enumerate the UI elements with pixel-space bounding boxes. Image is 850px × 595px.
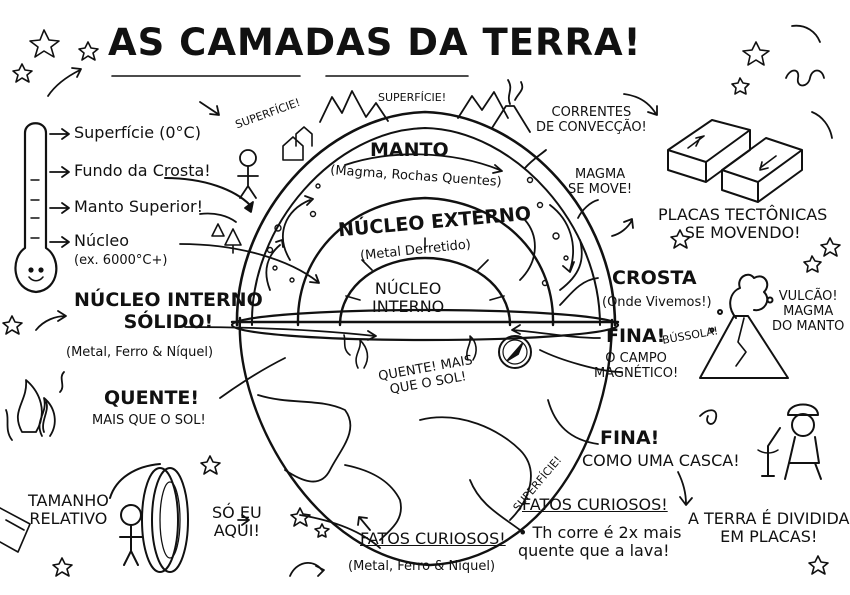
leader-arrows xyxy=(164,149,623,445)
mountains xyxy=(319,90,389,123)
relative-size-label: TAMANHO RELATIVO xyxy=(28,491,109,529)
plates-divided-label: A TERRA É DIVIDIDA EM PLACAS! xyxy=(688,509,850,547)
magma-bubbles xyxy=(266,176,569,287)
decorative-stars xyxy=(2,29,841,577)
thin-label-1: FINA! xyxy=(606,325,666,347)
page-title: AS CAMADAS DA TERRA! xyxy=(108,21,642,64)
mantle-label: MANTO xyxy=(370,139,449,161)
continent-shapes xyxy=(257,394,532,549)
fire-icon xyxy=(5,371,65,441)
thermometer-arrows xyxy=(49,128,70,248)
magnetic-field-label: O CAMPO MAGNÉTICO! xyxy=(594,351,679,381)
houses xyxy=(282,126,313,161)
outer-core-arc xyxy=(296,196,555,327)
miner-icon xyxy=(757,403,822,480)
crust-outer-arc xyxy=(235,110,617,327)
thin-label-2: FINA! xyxy=(600,427,660,449)
core-flames xyxy=(343,334,477,369)
cut-plane xyxy=(230,308,620,342)
plates-moving-label: PLACAS TECTÔNICAS SE MOVENDO! xyxy=(658,205,828,243)
tape-decoration xyxy=(0,507,31,553)
thermo-label-core: Núcleo xyxy=(74,231,129,250)
tectonic-plates-icon xyxy=(667,119,803,203)
convection-label: CORRENTES DE CONVECÇÃO! xyxy=(536,105,647,135)
decorative-swirls xyxy=(42,24,833,577)
convection-arrows xyxy=(265,153,583,291)
core-radiance xyxy=(345,237,505,301)
magma-moves-label: MAGMA SE MOVE! xyxy=(568,167,633,197)
stick-person-top xyxy=(237,149,259,199)
thermo-label-surface: Superfície (0°C) xyxy=(74,123,201,142)
volcano-icon xyxy=(699,273,789,379)
surface-label-top: SUPERFÍCIE! xyxy=(378,91,447,104)
thermo-label-crust-bottom: Fundo da Crosta! xyxy=(74,161,211,180)
relative-size-icon xyxy=(109,463,189,573)
crust-inner-arc xyxy=(250,127,601,326)
crust-desc: (Onde Vivemos!) xyxy=(602,295,712,310)
inner-core-label: NÚCLEO INTERNO xyxy=(372,279,445,317)
globe-lower-half xyxy=(238,316,614,567)
thermo-label-upper-mantle: Manto Superior! xyxy=(74,197,203,216)
volcano-label: VULCÃO! MAGMA DO MANTO xyxy=(772,289,845,334)
thin-desc-2: COMO UMA CASCA! xyxy=(582,451,740,470)
only-me-label: SÓ EU AQUI! xyxy=(212,503,262,541)
inner-core-solid-title: NÚCLEO INTERNO SÓLIDO! xyxy=(74,289,263,333)
thermo-label-core-temp: (ex. 6000°C+) xyxy=(74,253,168,268)
crust-volcano xyxy=(491,79,531,133)
inner-core-solid-desc: (Metal, Ferro & Níquel) xyxy=(66,345,214,360)
facts-title-1: FATOS CURIOSOS! xyxy=(360,529,506,548)
inner-core-arc xyxy=(338,256,512,327)
crust-label: CROSTA xyxy=(612,267,697,289)
decorative-arrows xyxy=(35,67,693,531)
thermometer-icon xyxy=(14,122,58,294)
compass-icon xyxy=(498,335,532,369)
hot-desc: MAIS QUE O SOL! xyxy=(92,413,206,428)
facts-desc-2: • Th corre é 2x mais quente que a lava! xyxy=(518,523,682,561)
facts-desc-1: (Metal, Ferro & Níquel) xyxy=(348,559,496,574)
hot-title: QUENTE! xyxy=(104,387,200,409)
facts-title-2: FATOS CURIOSOS! xyxy=(522,495,668,514)
